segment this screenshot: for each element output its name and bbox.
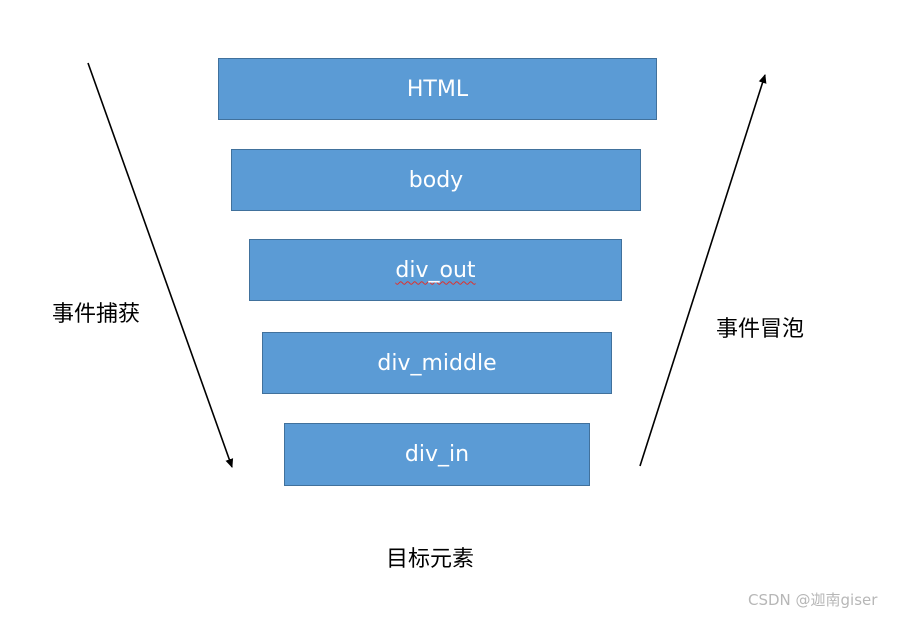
- layer-html: HTML: [218, 58, 657, 120]
- layer-body-label: body: [408, 167, 464, 193]
- layer-div-in-label: div_in: [404, 442, 470, 467]
- bubble-arrow: [639, 74, 767, 467]
- capture-phase-label: 事件捕获: [52, 302, 141, 327]
- layer-div-out: div_out: [249, 239, 622, 301]
- layer-div-in: div_in: [284, 423, 590, 486]
- layer-div-out-label: div_out: [395, 257, 476, 283]
- layer-html-label: HTML: [406, 76, 469, 102]
- watermark: CSDN @迦南giser: [748, 591, 878, 609]
- layer-body: body: [231, 149, 641, 211]
- capture-arrow: [87, 62, 234, 468]
- layer-div-middle-label: div_middle: [377, 350, 497, 376]
- layer-div-middle: div_middle: [262, 332, 612, 394]
- target-element-label: 目标元素: [386, 547, 475, 572]
- bubble-phase-label: 事件冒泡: [716, 317, 805, 342]
